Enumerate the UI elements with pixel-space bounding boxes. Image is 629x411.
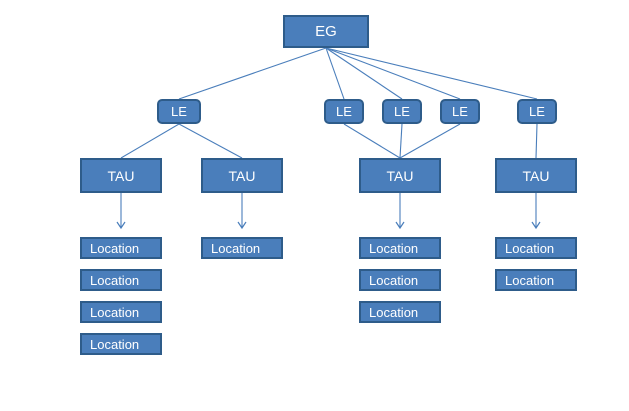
node-location-1-2[interactable]: Location <box>80 269 162 291</box>
edge-eg-to-le4 <box>325 47 461 100</box>
node-location-3-1[interactable]: Location <box>359 237 441 259</box>
edge-le5-to-tau4 <box>535 123 538 159</box>
node-location-4-2[interactable]: Location <box>495 269 577 291</box>
node-tau-4[interactable]: TAU <box>495 158 577 193</box>
edge-le2-to-tau3 <box>343 123 401 159</box>
edge-eg-to-le3 <box>325 47 403 100</box>
node-tau-1[interactable]: TAU <box>80 158 162 193</box>
node-le-2[interactable]: LE <box>324 99 364 124</box>
node-location-2-1[interactable]: Location <box>201 237 283 259</box>
node-location-4-1[interactable]: Location <box>495 237 577 259</box>
edge-eg-to-le1 <box>178 47 327 100</box>
node-le-1[interactable]: LE <box>157 99 201 124</box>
edge-le3-to-tau3 <box>399 123 403 159</box>
node-location-1-3[interactable]: Location <box>80 301 162 323</box>
node-location-3-3[interactable]: Location <box>359 301 441 323</box>
edge-le4-to-tau3 <box>399 123 461 159</box>
edge-eg-to-le2 <box>325 47 345 100</box>
node-le-5[interactable]: LE <box>517 99 557 124</box>
node-tau-3[interactable]: TAU <box>359 158 441 193</box>
node-location-1-4[interactable]: Location <box>80 333 162 355</box>
edge-le1-to-tau2 <box>178 123 243 159</box>
node-le-4[interactable]: LE <box>440 99 480 124</box>
edge-eg-to-le5 <box>325 47 538 100</box>
node-le-3[interactable]: LE <box>382 99 422 124</box>
node-location-1-1[interactable]: Location <box>80 237 162 259</box>
node-tau-2[interactable]: TAU <box>201 158 283 193</box>
node-location-3-2[interactable]: Location <box>359 269 441 291</box>
edge-le1-to-tau1 <box>120 123 180 159</box>
node-eg-root[interactable]: EG <box>283 15 369 48</box>
